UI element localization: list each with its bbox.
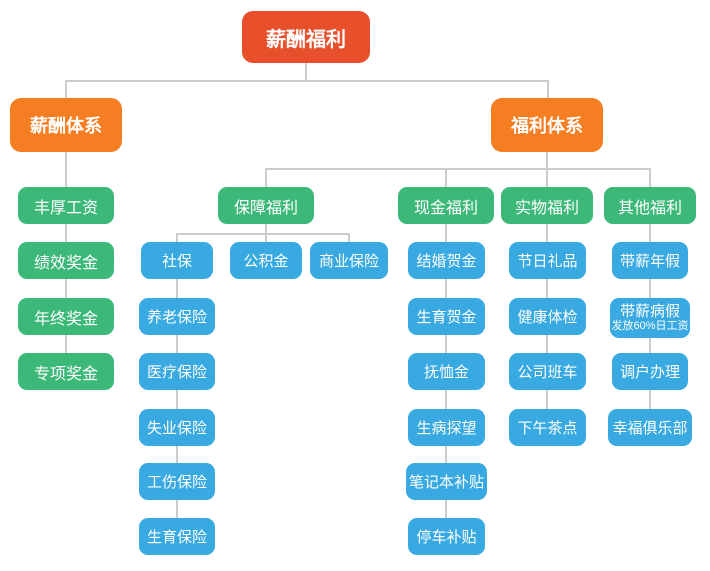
connector-line bbox=[65, 80, 549, 82]
node-welfare-system: 福利体系 bbox=[491, 98, 603, 152]
node-performance-bonus: 绩效奖金 bbox=[18, 242, 114, 279]
connector-line bbox=[265, 168, 651, 170]
node-medical-insurance: 医疗保险 bbox=[139, 353, 215, 390]
connector-line bbox=[65, 80, 67, 99]
connector-line bbox=[348, 233, 350, 244]
node-holiday-gifts: 节日礼品 bbox=[509, 242, 586, 279]
node-paid-annual-leave: 带薪年假 bbox=[612, 242, 688, 279]
node-parking-subsidy: 停车补贴 bbox=[408, 518, 485, 555]
node-wedding-gift: 结婚贺金 bbox=[408, 242, 485, 279]
connector-line bbox=[305, 63, 307, 82]
node-label: 带薪病假 bbox=[619, 302, 680, 320]
node-commercial-insurance: 商业保险 bbox=[310, 242, 388, 279]
node-special-bonus: 专项奖金 bbox=[18, 353, 114, 390]
node-afternoon-tea: 下午茶点 bbox=[509, 409, 586, 446]
node-compensation-benefits: 薪酬福利 bbox=[242, 11, 370, 63]
node-social-insurance: 社保 bbox=[141, 242, 213, 279]
node-health-checkup: 健康体检 bbox=[509, 298, 586, 335]
connector-line bbox=[176, 233, 350, 235]
node-housing-fund: 公积金 bbox=[230, 242, 302, 279]
node-company-shuttle: 公司班车 bbox=[509, 353, 586, 390]
node-pension-insurance: 养老保险 bbox=[139, 298, 215, 335]
node-maternity-insurance: 生育保险 bbox=[139, 518, 215, 555]
node-happiness-club: 幸福俱乐部 bbox=[608, 409, 692, 446]
node-condolence-money: 抚恤金 bbox=[408, 353, 485, 390]
node-sick-visit: 生病探望 bbox=[408, 409, 485, 446]
node-security-welfare: 保障福利 bbox=[218, 187, 314, 224]
node-work-injury-insurance: 工伤保险 bbox=[139, 463, 215, 500]
connector-line bbox=[649, 168, 651, 410]
node-laptop-subsidy: 笔记本补贴 bbox=[406, 463, 487, 500]
node-paid-sick-leave: 带薪病假 发放60%日工资 bbox=[610, 298, 690, 338]
node-sublabel: 发放60%日工资 bbox=[611, 320, 689, 333]
node-year-end-bonus: 年终奖金 bbox=[18, 298, 114, 335]
node-unemployment-insurance: 失业保险 bbox=[139, 409, 215, 446]
connector-line bbox=[445, 168, 447, 520]
node-childbirth-gift: 生育贺金 bbox=[408, 298, 485, 335]
node-physical-welfare: 实物福利 bbox=[501, 187, 593, 224]
node-other-welfare: 其他福利 bbox=[604, 187, 696, 224]
connector-line bbox=[547, 80, 549, 99]
connector-line bbox=[546, 152, 548, 410]
node-cash-welfare: 现金福利 bbox=[398, 187, 494, 224]
node-salary-system: 薪酬体系 bbox=[10, 98, 122, 152]
node-household-registration: 调户办理 bbox=[612, 353, 688, 390]
node-generous-salary: 丰厚工资 bbox=[18, 187, 114, 224]
